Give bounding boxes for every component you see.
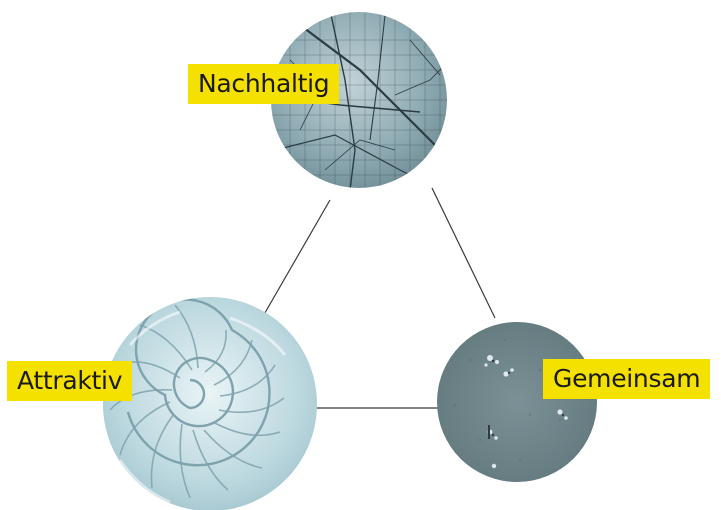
- nautilus-shell-image: [103, 297, 317, 510]
- label-attraktiv: Attraktiv: [7, 361, 132, 401]
- connector-top-right: [432, 188, 495, 318]
- felt-texture-image: [437, 322, 622, 482]
- connector-top-left: [262, 200, 330, 318]
- label-nachhaltig: Nachhaltig: [188, 64, 339, 104]
- label-gemeinsam: Gemeinsam: [543, 359, 710, 399]
